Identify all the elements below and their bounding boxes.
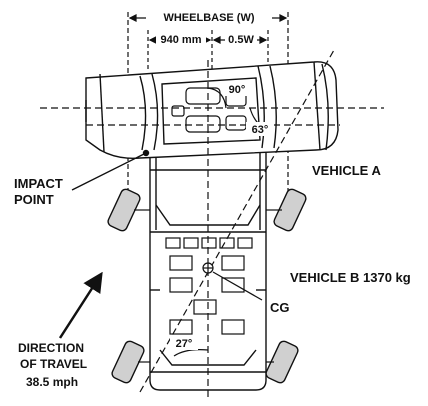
vehicle-b-mass: 1370 kg <box>363 270 411 285</box>
vehicle-a-label: VEHICLE A <box>312 163 381 178</box>
tire-rear-right <box>265 340 299 384</box>
vehicle-a <box>85 61 339 160</box>
vehicle-b-tires <box>107 188 307 384</box>
angle-27-bg <box>170 336 198 350</box>
vehicle-b-seats <box>165 237 253 335</box>
direction-arrow <box>58 271 103 339</box>
dim-right-bg <box>225 32 257 46</box>
direction-label-line2: OF TRAVEL <box>20 357 87 371</box>
vehicle-b-axles <box>134 209 282 363</box>
angle-90-bg <box>224 82 250 96</box>
angle-90-label: 90° <box>229 84 246 96</box>
speed-label: 38.5 mph <box>26 375 78 389</box>
reference-lines <box>40 49 384 400</box>
impact-label-line1: IMPACT <box>14 176 63 191</box>
dim-left-bg <box>156 32 206 46</box>
wheelbase-label-bg <box>146 10 272 24</box>
tire-front-right <box>273 188 307 232</box>
dim-940mm-label: 940 mm <box>161 34 202 46</box>
tire-front-left <box>107 188 141 232</box>
angle-63-label: 63° <box>252 124 269 136</box>
angle-63-bg <box>246 122 274 136</box>
vehicle-b-label: VEHICLE B <box>290 270 359 285</box>
tire-rear-left <box>111 340 145 384</box>
cg-marker <box>202 262 263 301</box>
impact-label-line2: POINT <box>14 192 54 207</box>
angle-27-label: 27° <box>176 338 193 350</box>
cg-label: CG <box>270 300 290 315</box>
direction-label-line1: DIRECTION <box>18 341 84 355</box>
wheelbase-label: WHEELBASE (W) <box>163 12 254 24</box>
dim-half-wheelbase-label: 0.5W <box>228 34 254 46</box>
impact-pointer <box>71 149 150 191</box>
arc-90 <box>207 87 227 109</box>
arc-27 <box>173 349 209 357</box>
